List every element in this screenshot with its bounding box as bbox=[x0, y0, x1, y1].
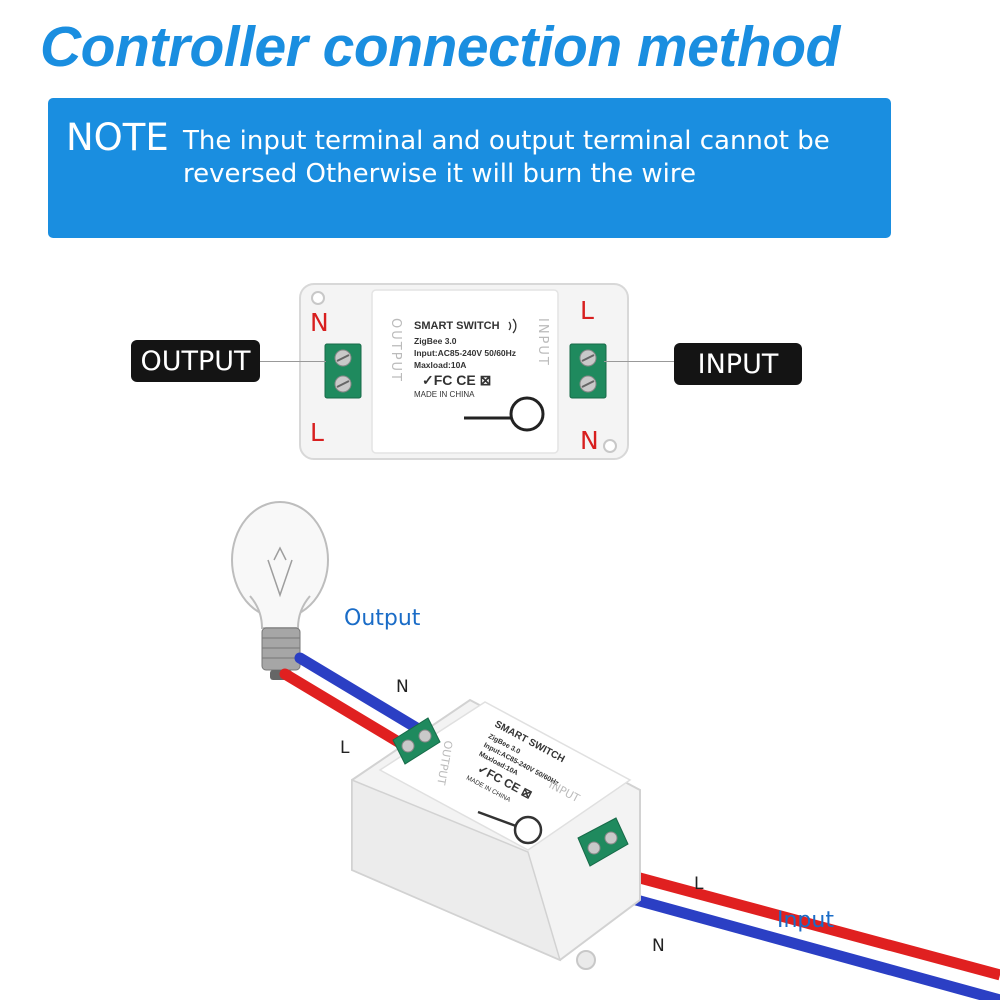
note-box: NOTE The input terminal and output termi… bbox=[48, 98, 891, 238]
note-text: The input terminal and output terminal c… bbox=[183, 125, 883, 191]
wifi-icon bbox=[508, 318, 517, 334]
mounting-hole-icon bbox=[603, 439, 617, 453]
side-output-text: OUTPUT bbox=[388, 318, 403, 383]
reset-button-icon bbox=[513, 815, 543, 845]
device-label-name: SMART SWITCH bbox=[414, 320, 500, 332]
input-tag: INPUT bbox=[674, 343, 802, 385]
output-tag: OUTPUT bbox=[131, 340, 260, 382]
light-bulb-icon bbox=[231, 501, 329, 680]
input-wires bbox=[598, 864, 1000, 1000]
terminal-letter-left-top: N bbox=[310, 308, 329, 337]
note-label: NOTE bbox=[66, 116, 169, 159]
terminal-letter-right-top: L bbox=[580, 296, 594, 325]
wire-letter-bottom-l: L bbox=[694, 874, 704, 894]
output-wires bbox=[279, 652, 426, 752]
output-terminal-block bbox=[392, 717, 441, 765]
input-label: Input bbox=[777, 908, 834, 933]
reset-button-icon bbox=[509, 396, 545, 432]
output-label: Output bbox=[344, 606, 421, 631]
output-leader-line bbox=[260, 361, 326, 362]
device-label-input: Input:AC85-240V 50/60Hz bbox=[414, 348, 516, 358]
mounting-hole-icon bbox=[576, 950, 596, 970]
side-input-text: INPUT bbox=[535, 318, 550, 367]
top-switch-device: SMART SWITCH ZigBee 3.0 Input:AC85-240V … bbox=[299, 283, 629, 460]
wire-letter-bottom-n: N bbox=[652, 936, 665, 956]
device-label-maxload: Maxload:10A bbox=[414, 360, 466, 370]
device-label-protocol: ZigBee 3.0 bbox=[414, 336, 457, 346]
terminal-letter-left-bottom: L bbox=[310, 418, 324, 447]
bottom-switch-device: SMART SWITCH ZigBee 3.0 Input:AC85-240V … bbox=[351, 698, 641, 970]
wire-letter-top-n: N bbox=[396, 677, 409, 697]
page-title: Controller connection method bbox=[40, 15, 840, 79]
device-label-origin: MADE IN CHINA bbox=[414, 390, 475, 399]
terminal-letter-right-bottom: N bbox=[580, 426, 599, 455]
wire-letter-top-l: L bbox=[340, 738, 350, 758]
input-terminal-block bbox=[577, 817, 629, 867]
input-terminal-block bbox=[569, 343, 607, 399]
output-terminal-block bbox=[324, 343, 362, 399]
mounting-hole-icon bbox=[311, 291, 325, 305]
certification-marks: ✓FC CE ⊠ bbox=[422, 372, 491, 388]
note-text-line-1: The input terminal and output terminal c… bbox=[183, 126, 830, 156]
input-leader-line bbox=[604, 361, 674, 362]
note-text-line-2: reversed Otherwise it will burn the wire bbox=[183, 159, 696, 189]
